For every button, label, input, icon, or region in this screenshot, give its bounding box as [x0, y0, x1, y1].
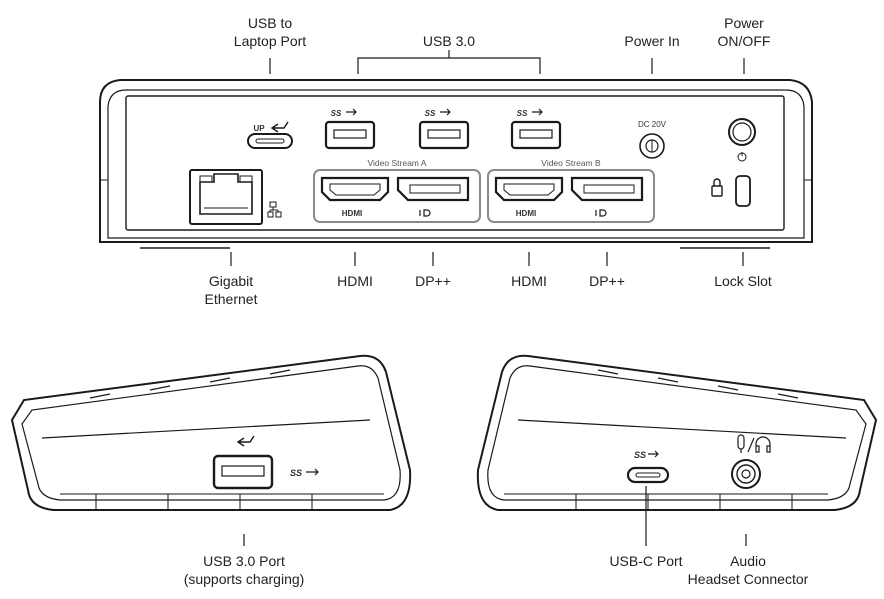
ss-print-1: SS [331, 109, 342, 118]
video-stream-b-group [487, 169, 655, 223]
back-leader-lines [230, 50, 745, 266]
hdmi-a-port-icon [320, 176, 390, 202]
callout-hdmi-a: HDMI [337, 273, 373, 289]
callout-usb30-port: USB 3.0 Port (supports charging) [183, 553, 305, 587]
ss-print-3: SS [517, 109, 528, 118]
side-usb-c-port-icon [626, 450, 670, 484]
back-view [99, 50, 813, 266]
hdmi-b-print: HDMI [516, 209, 536, 218]
callout-dp-b: DP++ [589, 273, 625, 289]
dc-power-jack-icon [639, 133, 665, 159]
left-side-housing [10, 354, 412, 511]
callout-usbc-port: USB-C Port [609, 553, 683, 569]
side-usb-3-port-icon [212, 435, 319, 490]
video-stream-a-print: Video Stream A [368, 158, 427, 168]
displayport-a-icon [396, 176, 470, 217]
audio-jack-icon [731, 434, 771, 489]
callout-audio: Audio Headset Connector [687, 553, 809, 587]
lock-slot-icon [711, 175, 751, 207]
hdmi-a-print: HDMI [342, 209, 362, 218]
callout-usb-to-laptop: USB to Laptop Port [233, 15, 307, 49]
usb-3-port-1-icon [324, 108, 376, 150]
back-housing-outline [99, 79, 813, 243]
callout-gigabit-ethernet: Gigabit Ethernet [204, 273, 258, 307]
right-side-housing [476, 354, 878, 511]
power-button-icon [728, 118, 756, 162]
left-side-view [10, 354, 412, 546]
back-panel-recess [125, 95, 785, 231]
dc-20v-print: DC 20V [638, 120, 667, 129]
video-stream-b-print: Video Stream B [541, 158, 601, 168]
right-side-view [476, 354, 878, 546]
ss-print-side-left: SS [290, 468, 302, 478]
hdmi-b-port-icon [494, 176, 564, 202]
callout-lock-slot: Lock Slot [714, 273, 772, 289]
callout-usb30-group: USB 3.0 [422, 33, 476, 49]
ethernet-port-icon [189, 169, 282, 225]
callout-dp-a: DP++ [415, 273, 451, 289]
up-print: UP [253, 124, 265, 133]
callout-power-onoff: Power ON/OFF [717, 15, 771, 49]
back-housing-inner [107, 89, 805, 239]
usb-c-up-port-icon [247, 121, 293, 149]
usb-3-port-3-icon [510, 108, 562, 150]
displayport-b-icon [570, 176, 644, 217]
ss-print-2: SS [425, 109, 436, 118]
usb-3-port-2-icon [418, 108, 470, 150]
callout-power-in: Power In [624, 33, 680, 49]
video-stream-a-group [313, 169, 481, 223]
ss-print-side-right: SS [634, 450, 646, 460]
callout-hdmi-b: HDMI [511, 273, 547, 289]
